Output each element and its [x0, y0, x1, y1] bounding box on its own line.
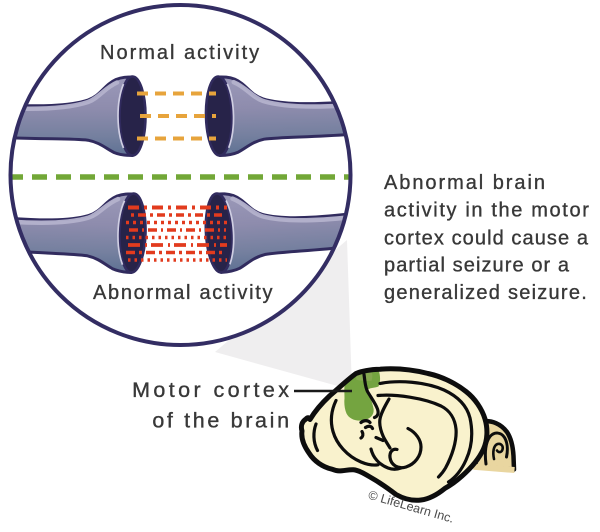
- svg-text:of the brain: of the brain: [152, 409, 291, 433]
- svg-text:Motor cortex: Motor cortex: [132, 378, 292, 402]
- svg-text:Abnormal brain: Abnormal brain: [384, 172, 547, 194]
- svg-text:Abnormal activity: Abnormal activity: [93, 282, 274, 304]
- svg-text:Normal activity: Normal activity: [100, 42, 261, 64]
- svg-text:cortex could cause a: cortex could cause a: [384, 227, 589, 249]
- svg-text:partial seizure or a: partial seizure or a: [384, 255, 570, 277]
- svg-text:generalized seizure.: generalized seizure.: [384, 282, 588, 304]
- svg-text:activity in the motor: activity in the motor: [384, 200, 591, 222]
